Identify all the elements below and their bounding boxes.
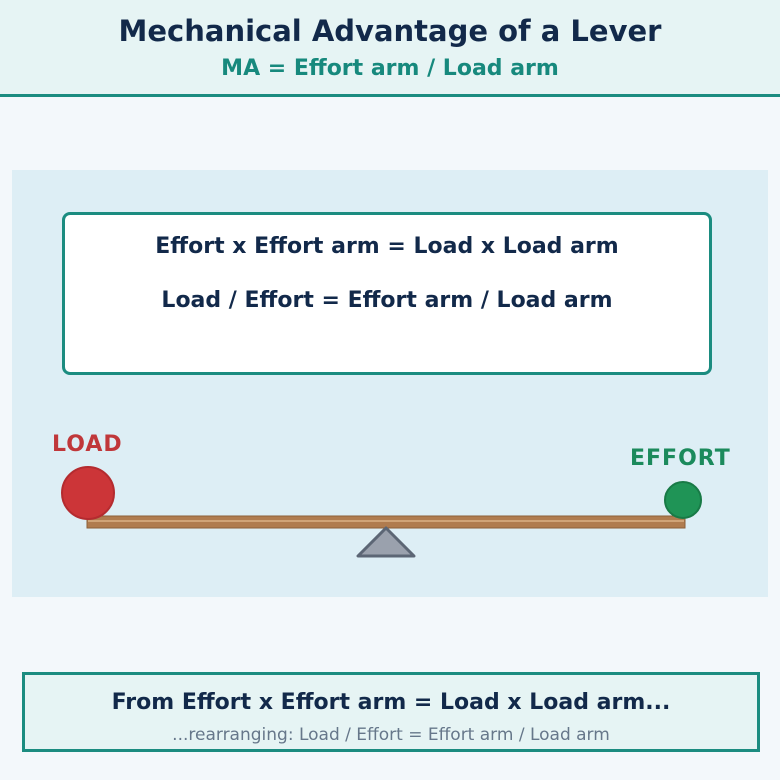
header-banner: Mechanical Advantage of a Lever MA = Eff… bbox=[0, 0, 780, 97]
effort-label: EFFORT bbox=[630, 446, 731, 471]
footer-box: From Effort x Effort arm = Load x Load a… bbox=[22, 672, 760, 752]
fulcrum bbox=[356, 526, 416, 558]
effort-weight bbox=[664, 481, 702, 519]
footer-main-text: From Effort x Effort arm = Load x Load a… bbox=[111, 690, 671, 715]
load-weight bbox=[61, 466, 115, 520]
equation-box: Effort x Effort arm = Load x Load arm Lo… bbox=[62, 212, 712, 375]
equation-ratio: Load / Effort = Effort arm / Load arm bbox=[161, 288, 613, 313]
page-subtitle: MA = Effort arm / Load arm bbox=[221, 56, 559, 81]
load-label: LOAD bbox=[52, 432, 123, 457]
page-title: Mechanical Advantage of a Lever bbox=[118, 14, 662, 48]
equation-balance: Effort x Effort arm = Load x Load arm bbox=[155, 234, 619, 259]
footer-sub-text: ...rearranging: Load / Effort = Effort a… bbox=[172, 725, 610, 745]
